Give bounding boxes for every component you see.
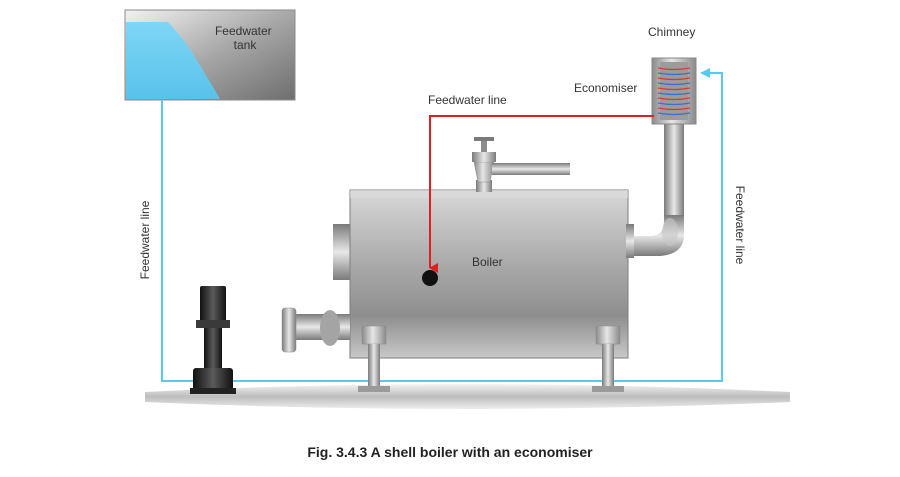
coil-turn	[657, 82, 691, 86]
coil-turn	[657, 102, 691, 106]
economiser-label: Economiser	[574, 81, 637, 95]
boiler-shell: Boiler	[333, 189, 634, 359]
feedwater-line-blue	[161, 72, 723, 382]
feedwater-line-left-label: Feedwater line	[138, 200, 152, 279]
burner	[281, 307, 350, 353]
tank-label: Feedwater tank	[215, 24, 275, 52]
coil-turn	[657, 112, 691, 116]
boiler-label: Boiler	[472, 255, 503, 269]
feedwater-inlet-point	[422, 270, 438, 286]
coil-turn	[657, 97, 691, 101]
economiser-coil	[657, 67, 691, 116]
figure-caption: Fig. 3.4.3 A shell boiler with an econom…	[307, 444, 593, 460]
feedwater-tank: Feedwater tank	[124, 9, 296, 101]
chimney-pipe	[628, 120, 684, 256]
boiler-leg-left	[358, 325, 390, 392]
economiser: Economiser	[574, 57, 697, 125]
feedwater-line-top-label: Feedwater line	[428, 93, 507, 107]
coil-turn	[657, 72, 691, 76]
ground-slab	[145, 384, 790, 409]
coil-turn	[657, 77, 691, 81]
steam-valve	[472, 137, 570, 192]
coil-turn	[657, 87, 691, 91]
chimney-label: Chimney	[648, 25, 695, 39]
feedwater-line-red	[429, 115, 654, 273]
coil-turn	[657, 67, 691, 71]
feedwater-pump	[190, 286, 236, 394]
coil-turn	[657, 107, 691, 111]
boiler-leg-right	[592, 325, 624, 392]
feedwater-line-right-label: Feedwater line	[733, 186, 747, 265]
coil-turn	[657, 92, 691, 96]
economiser-inlet-arrow	[700, 68, 710, 78]
